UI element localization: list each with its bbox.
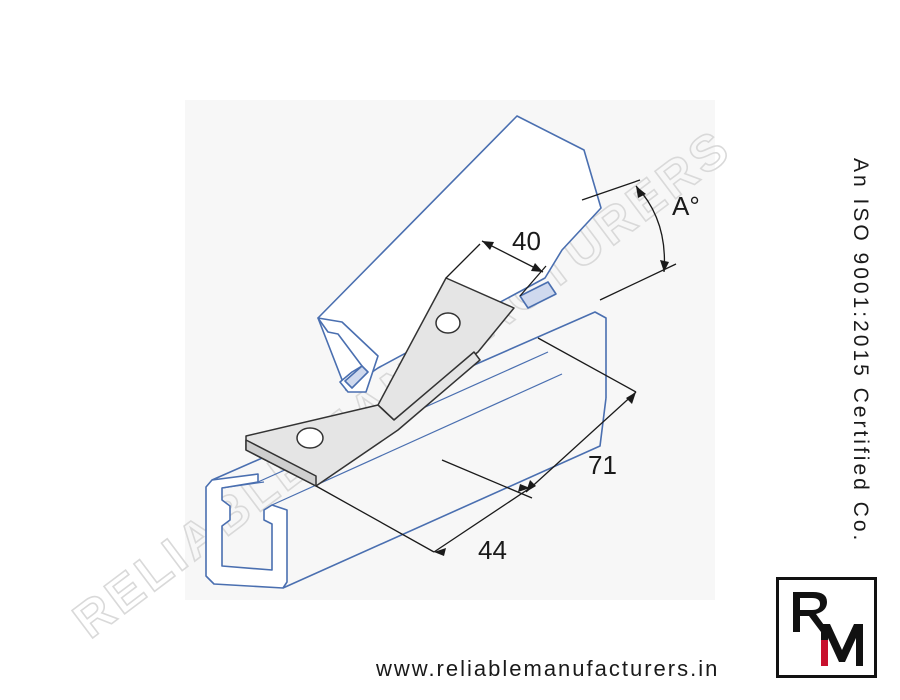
- bolt-hole: [296, 427, 324, 449]
- company-logo: [776, 577, 877, 678]
- website-url: www.reliablemanufacturers.in: [376, 656, 720, 681]
- dimension-arrowheads: [434, 186, 669, 556]
- dimension-width-base: 44: [478, 535, 507, 565]
- dimension-width-top: 40: [512, 226, 541, 256]
- bolt-hole: [435, 312, 461, 334]
- iso-certification-text: An ISO 9001:2015 Certified Co.: [849, 158, 872, 544]
- dimension-angle: A°: [672, 191, 700, 221]
- rm-logo-icon: [793, 592, 863, 666]
- dimension-length: 71: [588, 450, 617, 480]
- inclined-channel: [317, 115, 602, 419]
- angled-bracket-plate: [245, 277, 515, 487]
